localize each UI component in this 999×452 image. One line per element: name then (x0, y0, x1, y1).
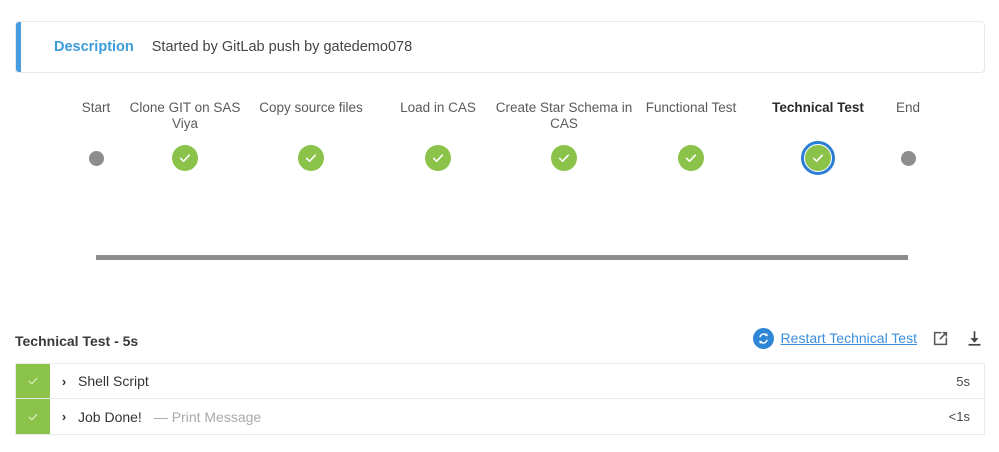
check-icon (172, 145, 198, 171)
check-icon (425, 145, 451, 171)
pipeline-stage-label: Technical Test (772, 100, 864, 115)
pipeline-endpoint-node[interactable] (888, 138, 928, 178)
restart-stage-link[interactable]: Restart Technical Test (780, 330, 917, 346)
pipeline-graph: Start Clone GIT on SAS Viya Copy source fi… (0, 100, 999, 260)
pipeline-stage[interactable]: Functional Test (621, 100, 761, 171)
step-rows: › Shell Script 5s › Job Done! — Print Message… (15, 363, 985, 435)
stage-detail-actions: Restart Technical Test (752, 327, 985, 349)
endpoint-dot-icon (88, 150, 104, 166)
step-row[interactable]: › Shell Script 5s (15, 363, 985, 399)
pipeline-stage-label: Clone GIT on SAS Viya (129, 100, 241, 131)
pipeline-stage-label: Load in CAS (400, 100, 476, 115)
step-status-check-icon (16, 399, 50, 434)
check-icon (551, 145, 577, 171)
pipeline-success-node[interactable] (291, 138, 331, 178)
step-duration: 5s (956, 373, 970, 389)
restart-circular-arrows-icon (752, 327, 774, 349)
pipeline-stage[interactable]: Copy source files (241, 100, 381, 171)
pipeline-track-line (96, 255, 908, 260)
pipeline-stage-label: Copy source files (259, 100, 363, 115)
endpoint-dot-icon (900, 150, 916, 166)
pipeline-stage-label: Start (81, 100, 111, 115)
description-accent-bar (16, 22, 21, 72)
pipeline-success-node[interactable] (544, 138, 584, 178)
check-icon (805, 145, 831, 171)
pipeline-success-node[interactable] (165, 138, 205, 178)
step-duration: <1s (948, 409, 970, 424)
pipeline-success-node[interactable] (418, 138, 458, 178)
stage-detail-header: Technical Test - 5s Restart Technical Te… (15, 327, 985, 357)
description-panel: Description Started by GitLab push by ga… (15, 21, 985, 73)
open-in-new-window-icon[interactable] (929, 327, 951, 349)
pipeline-stage-label: Create Star Schema in CAS (495, 100, 633, 131)
pipeline-stage[interactable]: End (838, 100, 978, 166)
step-name: Shell Script (78, 373, 149, 389)
pipeline-success-node[interactable] (798, 138, 838, 178)
expand-step-chevron-icon[interactable]: › (61, 373, 67, 389)
step-status-check-icon (16, 364, 50, 398)
pipeline-stage-label: Functional Test (645, 100, 737, 115)
pipeline-stage[interactable]: Create Star Schema in CAS (494, 100, 634, 171)
pipeline-stage[interactable]: Start (26, 100, 166, 166)
pipeline-stage[interactable]: Technical Test (748, 100, 888, 175)
step-subtitle: — Print Message (153, 408, 262, 425)
description-text: Started by GitLab push by gatedemo078 (151, 39, 413, 55)
description-label: Description (54, 39, 134, 55)
step-name: Job Done! (78, 408, 142, 425)
restart-stage-button[interactable]: Restart Technical Test (752, 327, 917, 349)
pipeline-stage-label: End (895, 100, 921, 115)
pipeline-stage[interactable]: Clone GIT on SAS Viya (115, 100, 255, 171)
download-icon[interactable] (963, 327, 985, 349)
pipeline-endpoint-node[interactable] (76, 138, 116, 178)
check-icon (678, 145, 704, 171)
stage-detail-title: Technical Test - 5s (15, 333, 139, 349)
expand-step-chevron-icon[interactable]: › (61, 409, 67, 424)
step-row[interactable]: › Job Done! — Print Message <1s (15, 399, 985, 435)
check-icon (298, 145, 324, 171)
pipeline-success-node[interactable] (671, 138, 711, 178)
pipeline-stage[interactable]: Load in CAS (368, 100, 508, 171)
